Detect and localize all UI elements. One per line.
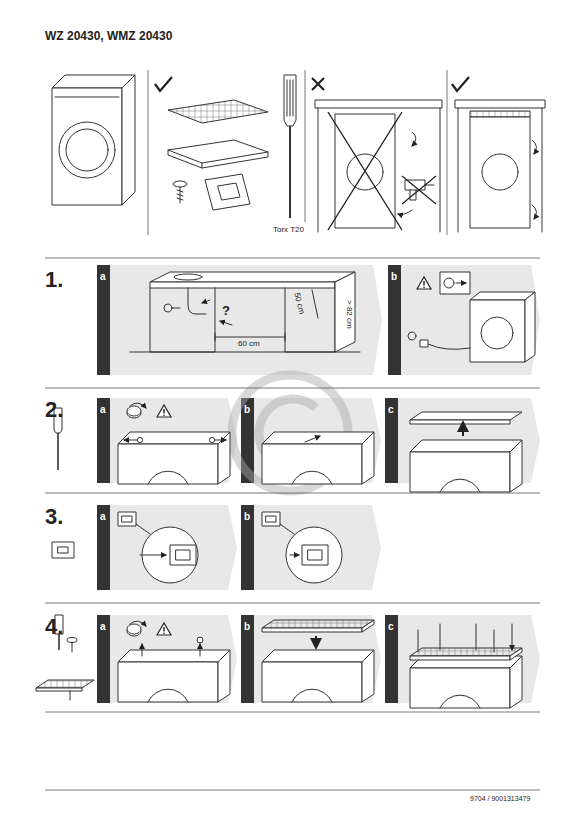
panel-letter: b <box>244 404 250 416</box>
place-plate <box>262 620 374 702</box>
unplug-washer <box>408 272 535 362</box>
kit-parts <box>168 100 268 210</box>
washer-dryer <box>52 75 135 205</box>
step-number: 1. <box>45 268 63 292</box>
remove-rear-screws <box>118 403 230 484</box>
sheet-title: WZ 20430, WMZ 20430 <box>45 29 172 43</box>
bracket-insert <box>118 512 198 583</box>
check-mark <box>155 77 469 91</box>
torx-screwdriver <box>284 75 296 218</box>
dimension: > 82 cm <box>344 300 353 329</box>
panel-letter: a <box>100 621 106 633</box>
panel-letter: b <box>244 511 250 523</box>
step-number: 2. <box>45 398 63 422</box>
step-number: 4. <box>45 615 63 639</box>
panel-letter: c <box>388 621 394 633</box>
panel-letter: a <box>100 271 106 283</box>
lift-top-cover <box>410 412 522 492</box>
panel-letter: a <box>100 404 106 416</box>
dimension: 60 cm <box>238 340 260 349</box>
remove-screws <box>118 621 230 702</box>
document-number: 9704 / 9001313479 <box>470 795 530 803</box>
question-mark: ? <box>222 304 230 318</box>
panel-letter: b <box>244 621 250 633</box>
step-number: 3. <box>45 505 63 529</box>
panel-letter: a <box>100 511 106 523</box>
step3-bracket <box>52 542 74 558</box>
cross-mark <box>312 78 324 90</box>
correct-install <box>455 100 545 232</box>
rule-lines <box>45 70 540 790</box>
kitchen-niche <box>130 272 360 352</box>
bracket-seated <box>262 512 342 583</box>
panel-letter: b <box>391 271 397 283</box>
panel-letter: c <box>388 404 394 416</box>
slide-top-cover <box>262 432 374 484</box>
fix-plate <box>410 624 522 708</box>
wrong-install <box>315 100 442 232</box>
step4-tools <box>36 615 94 700</box>
tool-label: Torx T20 <box>273 226 304 235</box>
